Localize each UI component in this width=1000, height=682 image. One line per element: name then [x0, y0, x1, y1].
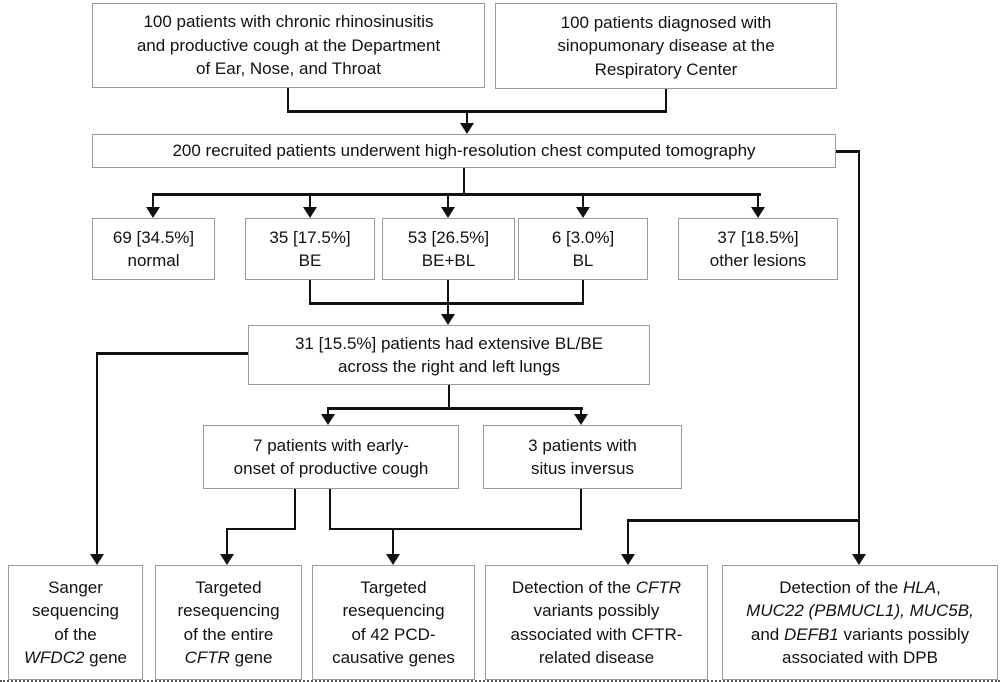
- connector-to-hrct: [465, 110, 468, 125]
- connector-topleft-drop: [286, 88, 289, 112]
- arrowhead-other: [751, 207, 765, 218]
- connector-to-be: [308, 193, 311, 209]
- node-other-lesions: 37 [18.5%]other lesions: [678, 218, 838, 280]
- connector-extensive-drop: [447, 385, 450, 409]
- connector-hrct-right-exit: [836, 150, 860, 153]
- connector-early-drop-left: [293, 489, 296, 530]
- arrowhead-pcd: [386, 554, 400, 565]
- connector-to-other: [756, 193, 759, 209]
- connector-early-elbow: [225, 527, 296, 530]
- node-hrct: 200 recruited patients underwent high-re…: [92, 134, 836, 168]
- connector-situs-drop: [579, 489, 582, 530]
- arrowhead-hrct: [460, 123, 474, 134]
- connector-bl-drop: [581, 280, 584, 304]
- connector-to-normal: [151, 193, 154, 209]
- connector-to-cftr-variants: [626, 519, 629, 555]
- arrowhead-bl: [576, 207, 590, 218]
- node-ent-patients: 100 patients with chronic rhinosinusitis…: [92, 3, 485, 88]
- connector-top-merge: [286, 110, 667, 113]
- arrowhead-be: [303, 207, 317, 218]
- arrowhead-sanger: [90, 554, 104, 565]
- arrowhead-dpb: [852, 554, 866, 565]
- connector-pcd-merge: [328, 527, 582, 530]
- arrowhead-cftr-gene: [220, 554, 234, 565]
- connector-to-early-onset: [326, 407, 329, 416]
- node-normal: 69 [34.5%]normal: [92, 218, 215, 280]
- arrowhead-cftr-variants: [621, 554, 635, 565]
- node-early-onset-cough: 7 patients with early-onset of productiv…: [203, 425, 459, 489]
- connector-sanger-rail: [95, 352, 98, 555]
- connector-distribution: [151, 193, 761, 196]
- arrowhead-bebl: [441, 207, 455, 218]
- connector-to-situs: [579, 407, 582, 416]
- connector-to-extensive: [446, 280, 449, 315]
- arrowhead-normal: [146, 207, 160, 218]
- connector-topright-drop: [664, 89, 667, 112]
- connector-extensive-left: [95, 352, 248, 355]
- connector-to-cftr-gene: [225, 527, 228, 556]
- connector-bebl-merge: [308, 302, 584, 305]
- connector-to-bl: [581, 193, 584, 209]
- node-bl: 6 [3.0%]BL: [518, 218, 648, 280]
- arrowhead-extensive: [441, 314, 455, 325]
- node-dpb-variants: Detection of the HLA,MUC22 (PBMUCL1), MU…: [722, 565, 998, 680]
- connector-right-rail: [857, 150, 860, 555]
- connector-right-branch: [626, 519, 858, 522]
- connector-hrct-drop: [462, 168, 465, 194]
- node-be-bl: 53 [26.5%]BE+BL: [382, 218, 515, 280]
- node-be: 35 [17.5%]BE: [245, 218, 375, 280]
- arrowhead-early-onset: [321, 414, 335, 425]
- connector-to-bebl: [446, 193, 449, 209]
- connector-to-pcd: [391, 527, 394, 556]
- arrowhead-situs: [574, 414, 588, 425]
- connector-be-drop: [308, 280, 311, 304]
- connector-early-drop-right: [328, 489, 331, 530]
- figure-bottom-rule: [0, 680, 1000, 682]
- connector-split: [326, 407, 583, 410]
